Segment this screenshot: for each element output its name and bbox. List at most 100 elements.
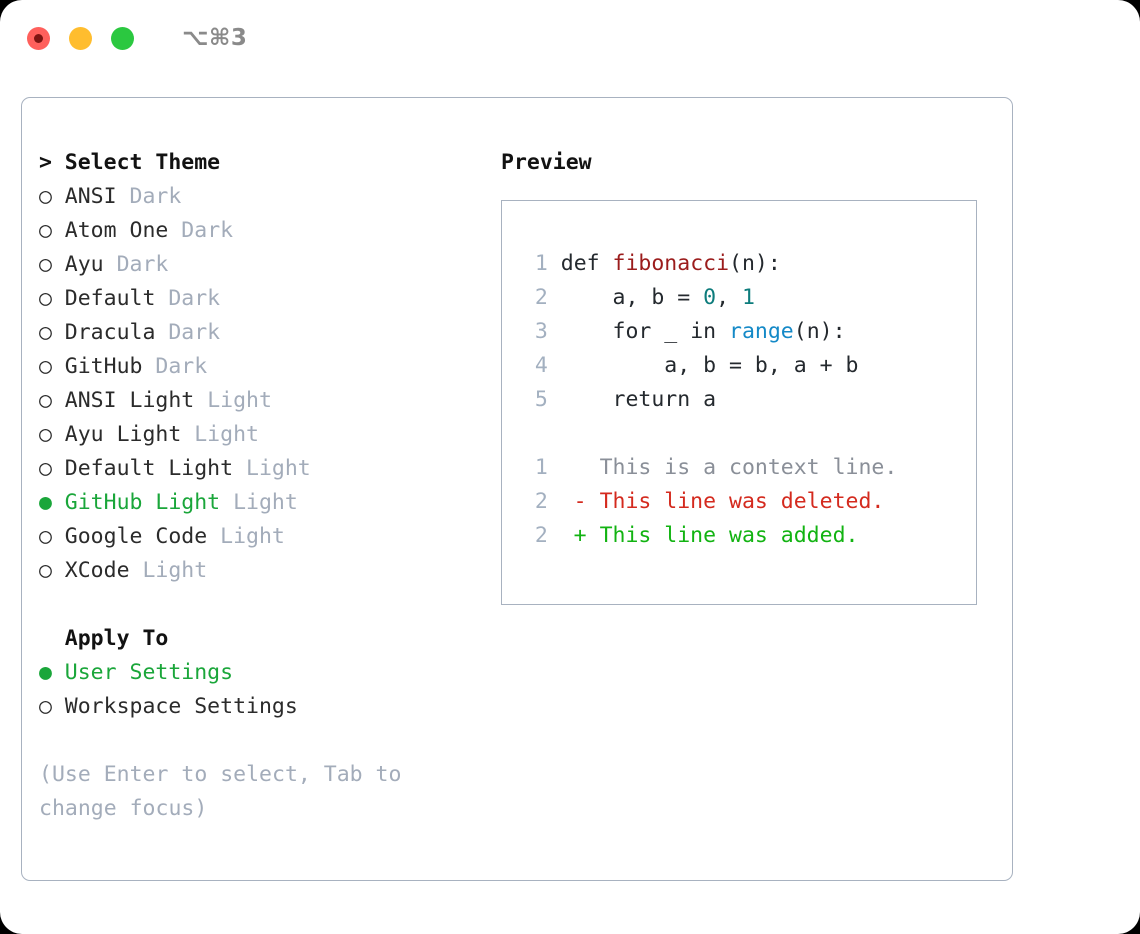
radio-selected-icon: ● [39,660,52,685]
diff-text: This line was deleted. [599,489,885,514]
theme-item-ansi-light[interactable]: ○ANSI Light Light [39,384,489,418]
radio-unselected-icon: ○ [39,456,52,481]
theme-list-header: > Select Theme [39,146,489,180]
theme-list: ○ANSI Dark○Atom One Dark○Ayu Dark○Defaul… [39,180,489,588]
theme-name: ANSI [64,184,117,209]
line-number: 2 [534,285,548,310]
keyboard-shortcut-label: ⌥⌘3 [182,25,248,51]
radio-unselected-icon: ○ [39,286,52,311]
line-number: 5 [534,387,548,412]
code-line: 2 a, b = 0, 1 [522,281,976,315]
code-line: 4 a, b = b, a + b [522,349,976,383]
spacer [39,588,489,622]
code-token-plain: (n): [793,319,846,344]
code-token-fn: fibonacci [612,251,730,276]
diff-line-add: 2 + This line was added. [522,519,976,553]
gutter-space [548,251,561,276]
apply-to-indent [39,622,65,656]
maximize-button[interactable] [111,26,134,50]
preview-title: Preview [501,150,592,175]
theme-picker-panel: >Select Theme ○ANSI Dark○Atom One Dark○A… [21,97,1013,881]
theme-category: Dark [116,184,182,209]
theme-item-ayu-light[interactable]: ○Ayu Light Light [39,418,489,452]
gutter-space [548,387,561,412]
line-number: 3 [534,319,548,344]
code-token-plain: , [716,285,742,310]
theme-name: GitHub [64,354,143,379]
diff-line-del: 2 - This line was deleted. [522,485,976,519]
theme-category: Dark [168,218,234,243]
code-token-num: 1 [741,285,755,310]
radio-selected-icon: ● [39,490,52,515]
keyboard-hint: (Use Enter to select, Tab to change focu… [39,762,415,821]
apply-to-option-label: Workspace Settings [64,694,298,719]
theme-item-github-light[interactable]: ● GitHub Light Light [39,486,489,520]
code-line: 3 for _ in range(n): [522,315,976,349]
code-token-plain: a, b = [560,285,704,310]
diff-sign: - [547,489,600,514]
theme-name: GitHub Light [64,490,221,515]
theme-name: Dracula [64,320,156,345]
diff-text: This is a context line. [599,455,898,480]
theme-item-google-code[interactable]: ○Google Code Light [39,520,489,554]
close-button[interactable] [27,26,50,50]
theme-item-atom-one[interactable]: ○Atom One Dark [39,214,489,248]
code-token-num: 0 [703,285,717,310]
theme-name: Atom One [64,218,169,243]
radio-unselected-icon: ○ [39,558,52,583]
theme-item-default[interactable]: ○Default Dark [39,282,489,316]
theme-item-default-light[interactable]: ○Default Light Light [39,452,489,486]
minimize-button[interactable] [69,26,92,50]
radio-unselected-icon: ○ [39,422,52,447]
prompt-caret-icon: > [39,150,52,175]
line-number: 1 [534,455,548,480]
code-diff-spacer [522,417,976,451]
theme-category: Light [181,422,259,447]
radio-unselected-icon: ○ [39,320,52,345]
diff-sample: 1 This is a context line.2 - This line w… [522,451,976,553]
code-token-plain: for _ in [560,319,730,344]
line-number: 2 [534,489,548,514]
radio-unselected-icon: ○ [39,354,52,379]
theme-item-dracula[interactable]: ○Dracula Dark [39,316,489,350]
theme-category: Dark [142,354,208,379]
theme-list-title: Select Theme [64,150,221,175]
theme-name: Default Light [64,456,234,481]
theme-item-ayu[interactable]: ○ Ayu Dark [39,248,489,282]
code-line: 5 return a [522,383,976,417]
theme-item-xcode[interactable]: ○XCode Light [39,554,489,588]
diff-sign [548,455,600,480]
apply-to-option-label: User Settings [64,660,234,685]
code-token-builtin: range [729,319,794,344]
code-token-plain: return a [560,387,717,412]
radio-unselected-icon: ○ [39,252,52,277]
radio-unselected-icon: ○ [39,524,52,549]
code-token-plain: def [560,251,613,276]
code-token-plain: (n): [729,251,781,276]
theme-name: Ayu [64,252,104,277]
gutter-space [548,319,561,344]
radio-unselected-icon: ○ [39,694,52,719]
diff-line-context: 1 This is a context line. [522,451,976,485]
apply-to-label: Apply To [39,622,489,656]
line-number: 2 [534,523,548,548]
theme-item-github[interactable]: ○ GitHub Dark [39,350,489,384]
diff-text: This line was added. [599,523,859,548]
theme-name: XCode [64,558,130,583]
apply-to-option-workspace-settings[interactable]: ○ Workspace Settings [39,690,489,724]
code-line: 1 def fibonacci(n): [522,247,976,281]
window-controls [27,26,134,50]
radio-unselected-icon: ○ [39,388,52,413]
theme-name: Default [64,286,156,311]
theme-item-ansi[interactable]: ○ ANSI Dark [39,180,489,214]
preview-column: Preview 1 def fibonacci(n):2 a, b = 0, 1… [501,146,991,605]
theme-name: ANSI Light [64,388,195,413]
theme-category: Light [220,490,298,515]
apply-to-option-user-settings[interactable]: ● User Settings [39,656,489,690]
radio-unselected-icon: ○ [39,184,52,209]
apply-to-options: ● User Settings ○ Workspace Settings [39,656,489,724]
line-number: 4 [534,353,548,378]
theme-category: Dark [103,252,169,277]
